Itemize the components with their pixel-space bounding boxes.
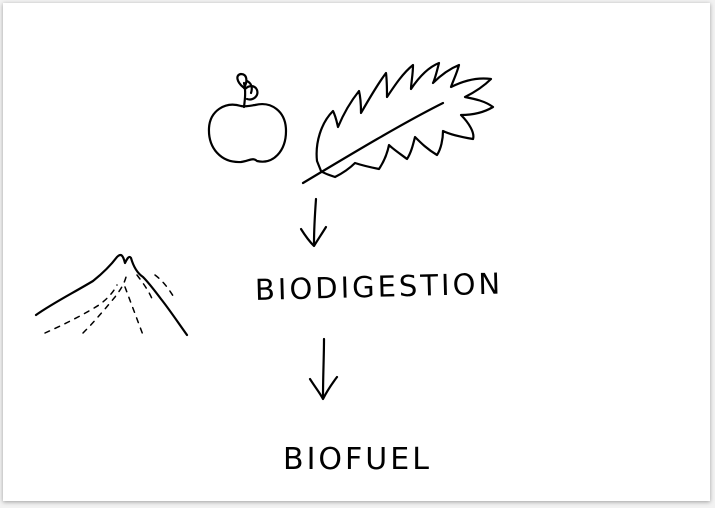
process-step-label: BIODIGESTION (254, 266, 504, 307)
waste-pile-icon (34, 253, 189, 337)
leaf-icon (301, 61, 495, 185)
whiteboard-canvas: BIODIGESTION BIOFUEL (3, 3, 710, 501)
arrow-down-icon (299, 197, 328, 248)
sketch-drawing (34, 61, 495, 401)
output-step-label: BIOFUEL (283, 442, 432, 477)
arrow-down-icon (308, 337, 339, 401)
apple-icon (207, 72, 288, 164)
